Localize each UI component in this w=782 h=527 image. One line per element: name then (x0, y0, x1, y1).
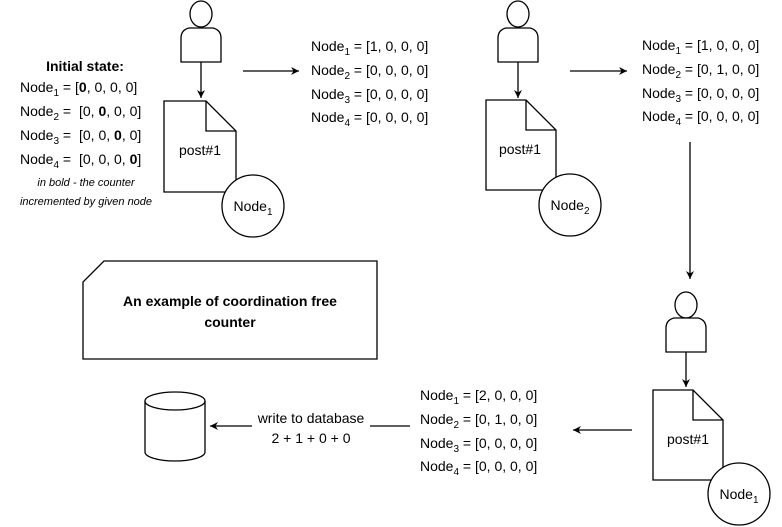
state-1-row-1: Node1 = [1, 0, 0, 0] (311, 38, 428, 58)
initial-row-1: Node1 = [0, 0, 0, 0] (20, 79, 137, 99)
state-2-row-3: Node3 = [0, 0, 0, 0] (642, 85, 759, 105)
node-circle-1-label: Node1 (233, 198, 272, 218)
document-icon (163, 100, 237, 193)
state-1-row-4: Node4 = [0, 0, 0, 0] (311, 109, 428, 129)
node-circle-1 (221, 174, 285, 238)
initial-note-line2: incremented by given node (20, 196, 152, 208)
state-1-row-2: Node2 = [0, 0, 0, 0] (311, 62, 428, 82)
user-icon (665, 291, 707, 353)
title-card (82, 260, 378, 360)
initial-row-4: Node4 = [0, 0, 0, 0] (20, 151, 141, 171)
initial-note-line1: in bold - the counter (37, 177, 136, 189)
db-edge-line2: 2 + 1 + 0 + 0 (271, 430, 350, 446)
db-edge-line1: write to database (257, 410, 365, 426)
document-icon (652, 389, 724, 481)
state-3-row-1: Node1 = [2, 0, 0, 0] (420, 387, 537, 407)
initial-row-2: Node2 = [0, 0, 0, 0] (20, 103, 141, 123)
title-card-line2: counter (204, 314, 256, 330)
state-3-row-3: Node3 = [0, 0, 0, 0] (420, 435, 537, 455)
database-icon (144, 391, 206, 462)
node-circle-3-label: Node1 (719, 486, 758, 506)
state-2-row-2: Node2 = [0, 1, 0, 0] (642, 61, 759, 81)
state-3-row-2: Node2 = [0, 1, 0, 0] (420, 411, 537, 431)
user-icon (180, 0, 222, 63)
doc-3-label: post#1 (667, 431, 709, 447)
state-3-row-4: Node4 = [0, 0, 0, 0] (420, 458, 537, 478)
user-icon (497, 0, 539, 63)
state-2-row-1: Node1 = [1, 0, 0, 0] (642, 37, 759, 57)
node-circle-2-label: Node2 (550, 197, 589, 217)
doc-2-label: post#1 (499, 141, 541, 157)
node-circle-2 (538, 173, 602, 237)
title-card-line1: An example of coordination free (123, 293, 337, 309)
state-1-row-3: Node3 = [0, 0, 0, 0] (311, 86, 428, 106)
initial-state-title: Initial state: (46, 58, 124, 74)
state-2-row-4: Node4 = [0, 0, 0, 0] (642, 108, 759, 128)
doc-1-label: post#1 (179, 142, 221, 158)
document-icon (485, 99, 557, 191)
initial-row-3: Node3 = [0, 0, 0, 0] (20, 127, 141, 147)
node-circle-3 (707, 462, 771, 526)
edge-label-bg (252, 410, 370, 427)
